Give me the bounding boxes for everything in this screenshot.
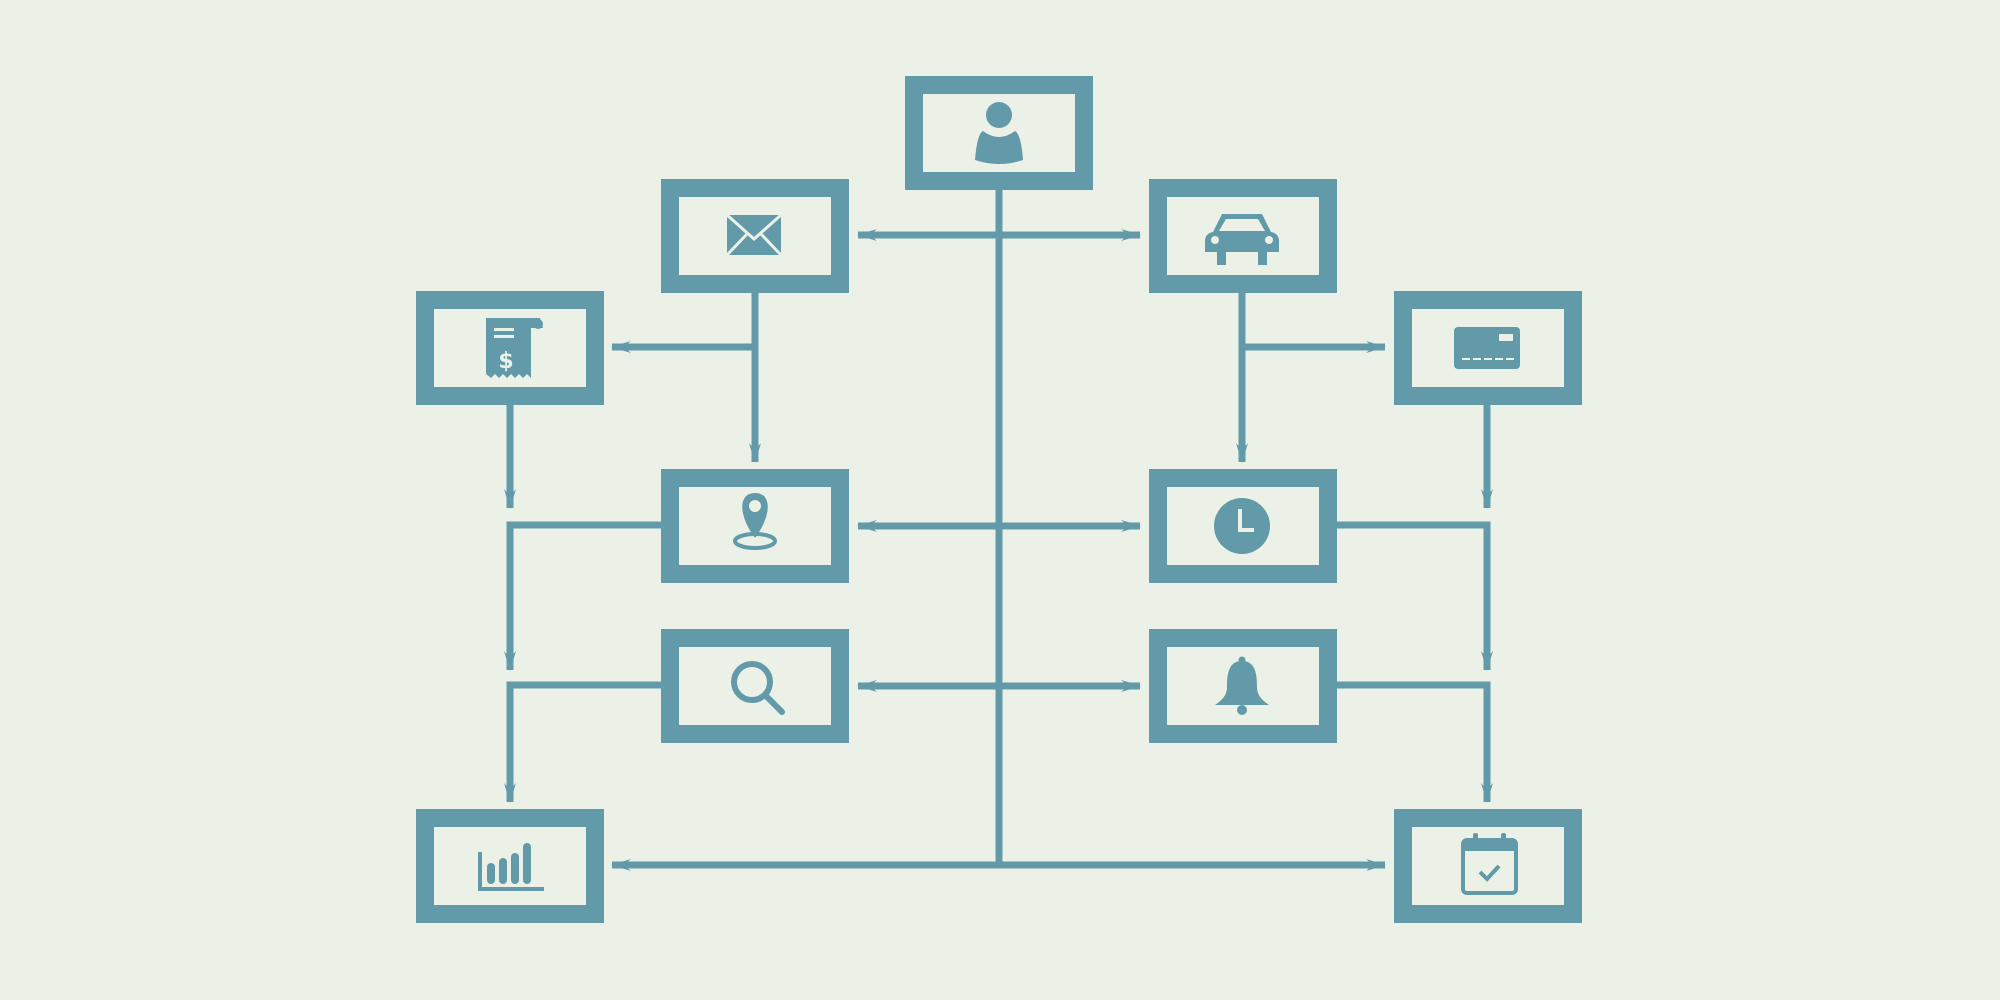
node-car	[1149, 179, 1337, 293]
car-icon	[1205, 214, 1279, 265]
node-bell	[1149, 629, 1337, 743]
node-analytics	[416, 809, 604, 923]
node-receipt: $	[416, 291, 604, 405]
envelope-icon	[725, 213, 783, 257]
node-calendar	[1394, 809, 1582, 923]
edge-search-to-analytics	[504, 681, 662, 803]
credit-card-icon	[1454, 327, 1520, 369]
user-icon	[975, 102, 1023, 164]
edge-bell-to-calendar	[1336, 681, 1493, 803]
node-mail	[661, 179, 849, 293]
node-user	[905, 76, 1093, 190]
calendar-check-icon	[1461, 833, 1518, 895]
search-icon	[731, 661, 785, 715]
bar-chart-icon	[478, 843, 544, 891]
edge-location-to-left-branch	[504, 521, 662, 671]
node-clock	[1149, 469, 1337, 583]
node-location	[661, 469, 849, 583]
clock-icon	[1214, 498, 1270, 554]
bell-icon	[1215, 656, 1269, 715]
map-pin-icon	[733, 493, 777, 550]
edge-clock-to-right-branch	[1336, 521, 1493, 671]
connectors	[504, 190, 1493, 871]
svg-text:$: $	[498, 349, 513, 374]
node-card	[1394, 291, 1582, 405]
receipt-icon: $	[486, 318, 543, 378]
node-search	[661, 629, 849, 743]
